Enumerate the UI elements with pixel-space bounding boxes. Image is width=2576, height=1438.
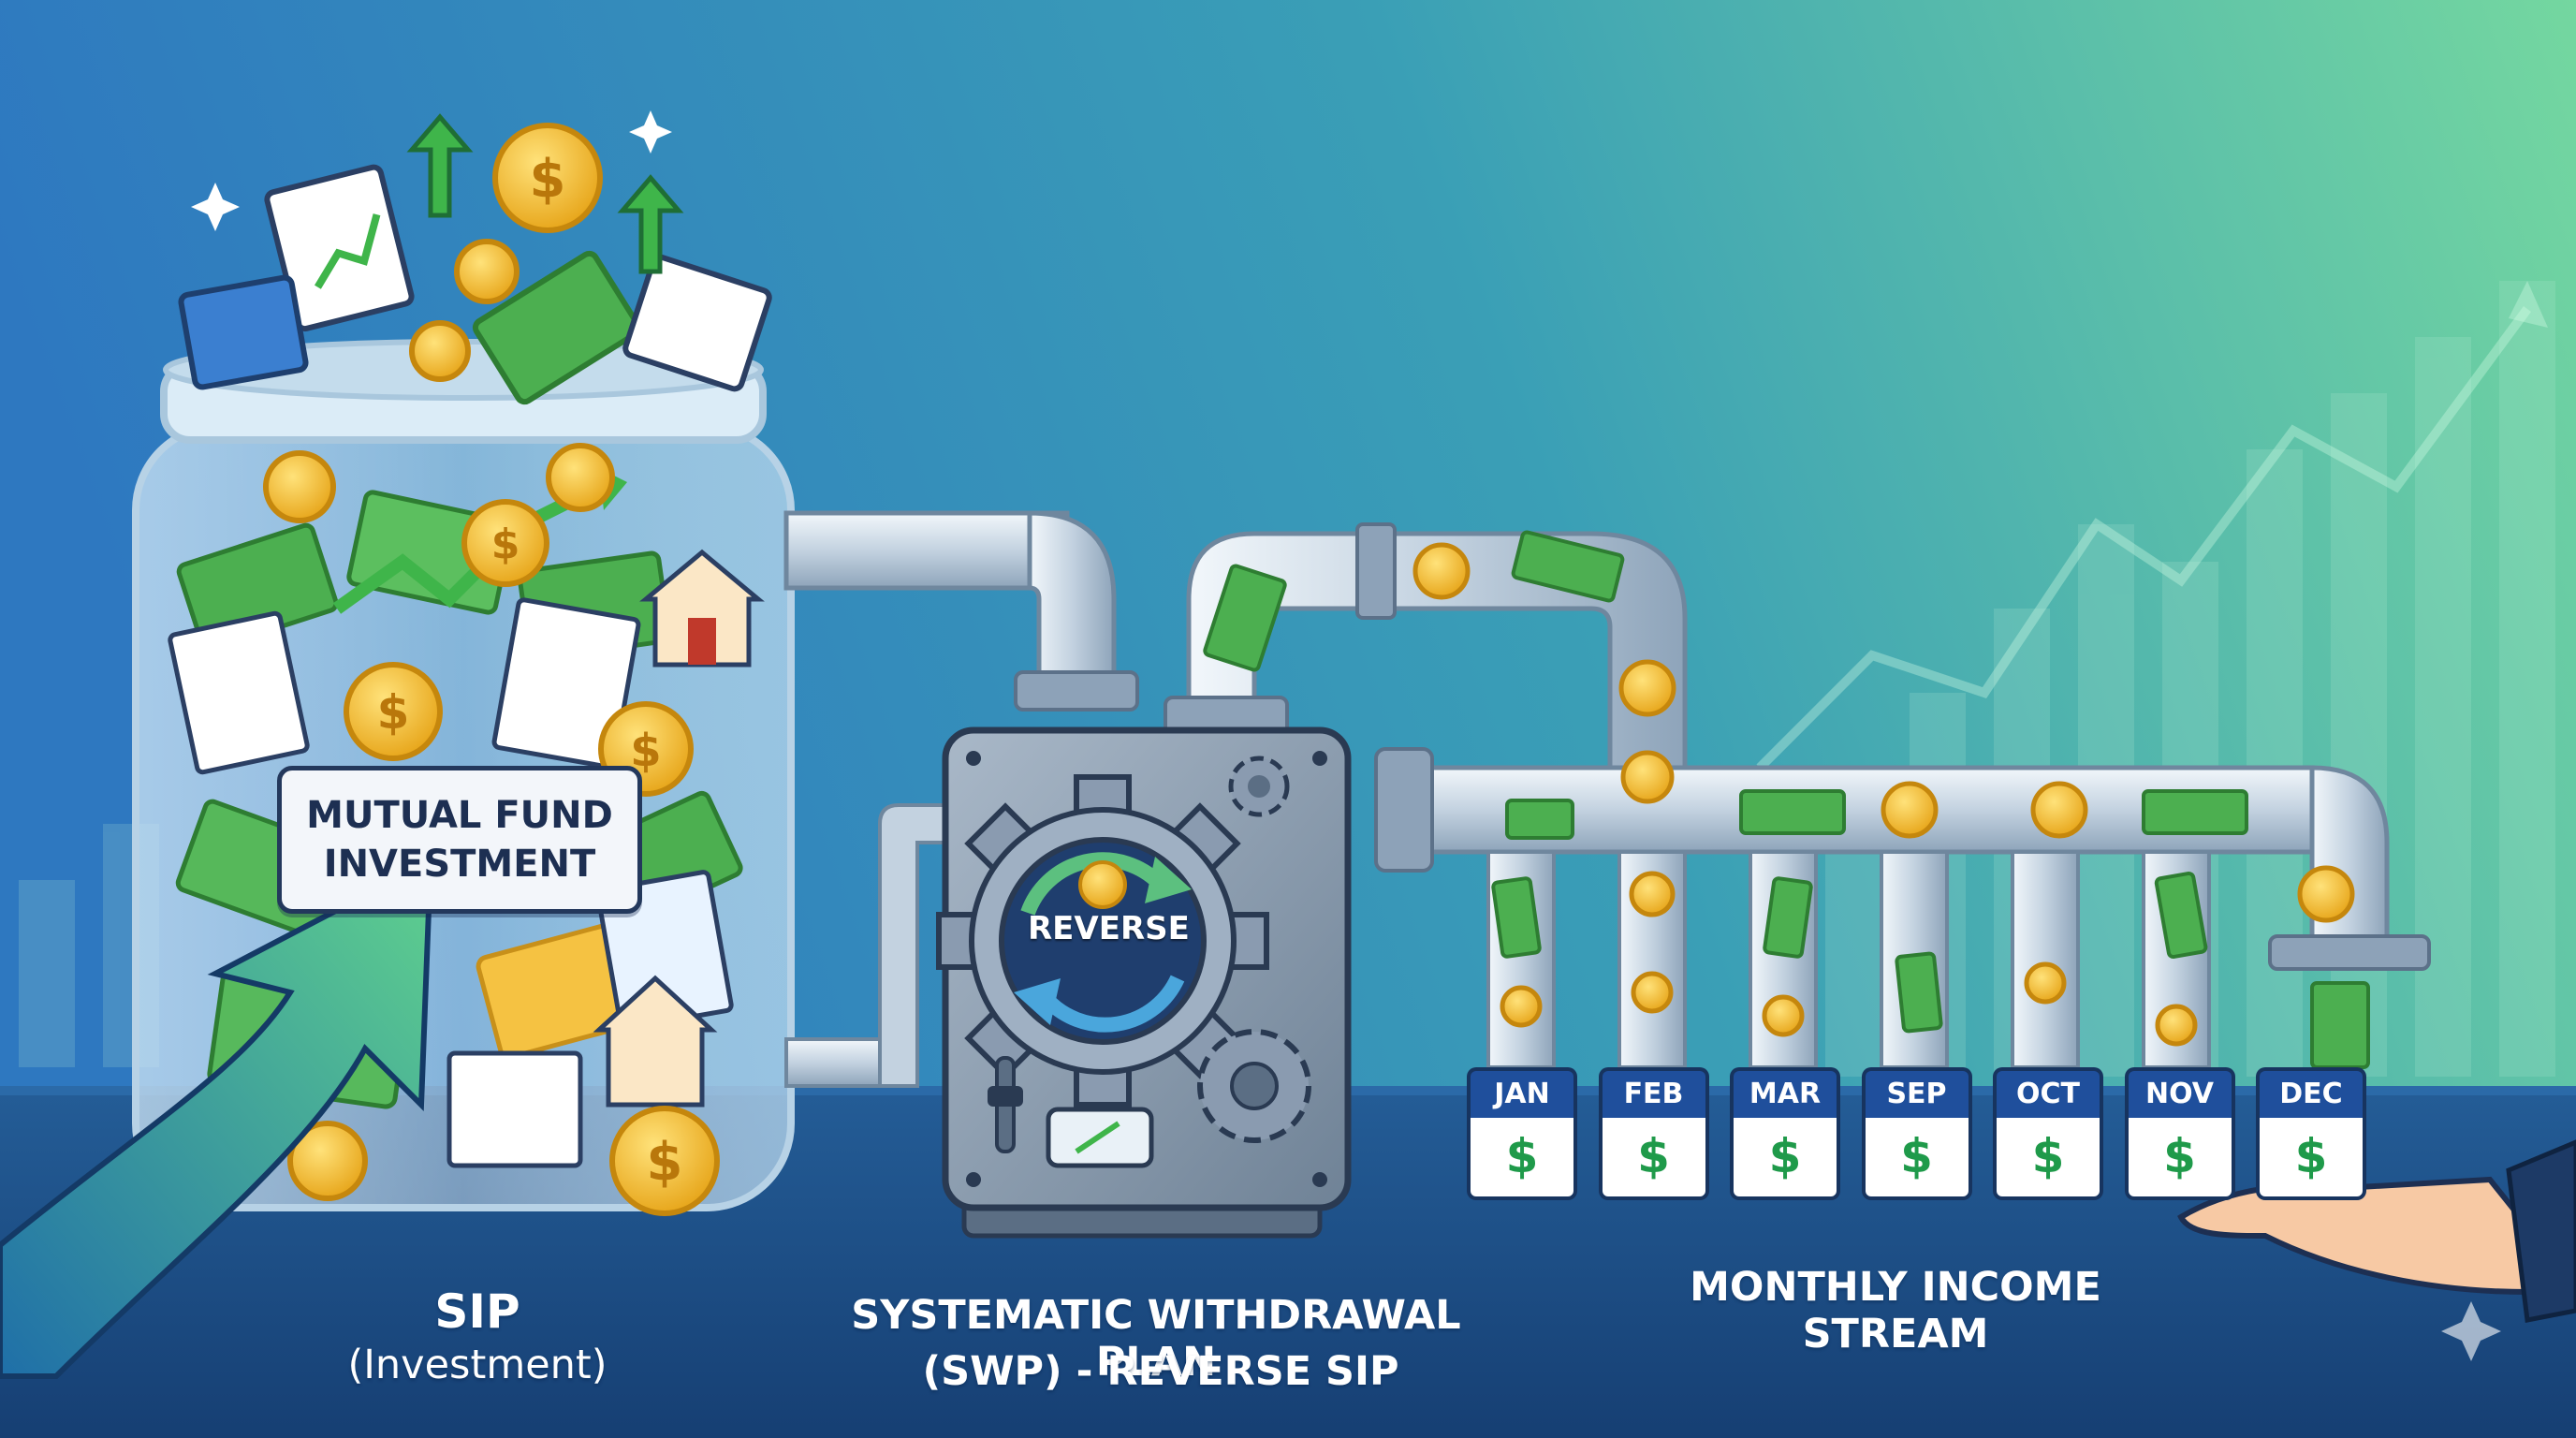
- month-tag-label: DEC: [2256, 1067, 2366, 1118]
- month-tag-dollar: $: [2124, 1118, 2235, 1200]
- month-tag-label: SEP: [1861, 1067, 1972, 1118]
- month-tag-jan: JAN$: [1467, 1067, 1577, 1200]
- pipe-network: [783, 510, 2431, 1088]
- month-tag-sep: SEP$: [1861, 1067, 1972, 1200]
- svg-text:$: $: [647, 1132, 683, 1193]
- month-tag-label: JAN: [1467, 1067, 1577, 1118]
- reverse-label: REVERSE: [1028, 910, 1190, 947]
- month-tag-label: MAR: [1730, 1067, 1840, 1118]
- month-tag-nov: NOV$: [2124, 1067, 2235, 1200]
- growth-arrow: [0, 856, 434, 1379]
- swp-caption-line1: SYSTEMATIC WITHDRAWAL PLAN: [851, 1292, 1461, 1386]
- sip-title: SIP: [434, 1284, 520, 1339]
- month-tag-label: NOV: [2124, 1067, 2235, 1118]
- jar-label-line2: INVESTMENT: [323, 843, 596, 886]
- reverse-sip-machine: [936, 726, 1352, 1239]
- income-caption: MONTHLY INCOME STREAM: [1690, 1264, 2101, 1357]
- swp-caption-line2: (SWP) - REVERSE SIP: [922, 1348, 1399, 1395]
- month-tag-dec: DEC$: [2256, 1067, 2366, 1200]
- svg-text:$: $: [530, 149, 566, 210]
- month-tag-dollar: $: [1993, 1118, 2103, 1200]
- month-tag-mar: MAR$: [1730, 1067, 1840, 1200]
- month-tag-feb: FEB$: [1598, 1067, 1709, 1200]
- month-tag-oct: OCT$: [1993, 1067, 2103, 1200]
- month-tag-label: OCT: [1993, 1067, 2103, 1118]
- sip-subtitle: (Investment): [347, 1342, 607, 1388]
- jar-label: MUTUAL FUND INVESTMENT: [277, 766, 642, 914]
- month-tag-dollar: $: [1861, 1118, 1972, 1200]
- month-tag-dollar: $: [1598, 1118, 1709, 1200]
- month-tag-dollar: $: [2256, 1118, 2366, 1200]
- month-tag-label: FEB: [1598, 1067, 1709, 1118]
- month-tag-dollar: $: [1730, 1118, 1840, 1200]
- month-tag-dollar: $: [1467, 1118, 1577, 1200]
- svg-text:$: $: [377, 685, 410, 740]
- svg-text:$: $: [491, 521, 520, 568]
- jar-label-line1: MUTUAL FUND: [306, 794, 613, 837]
